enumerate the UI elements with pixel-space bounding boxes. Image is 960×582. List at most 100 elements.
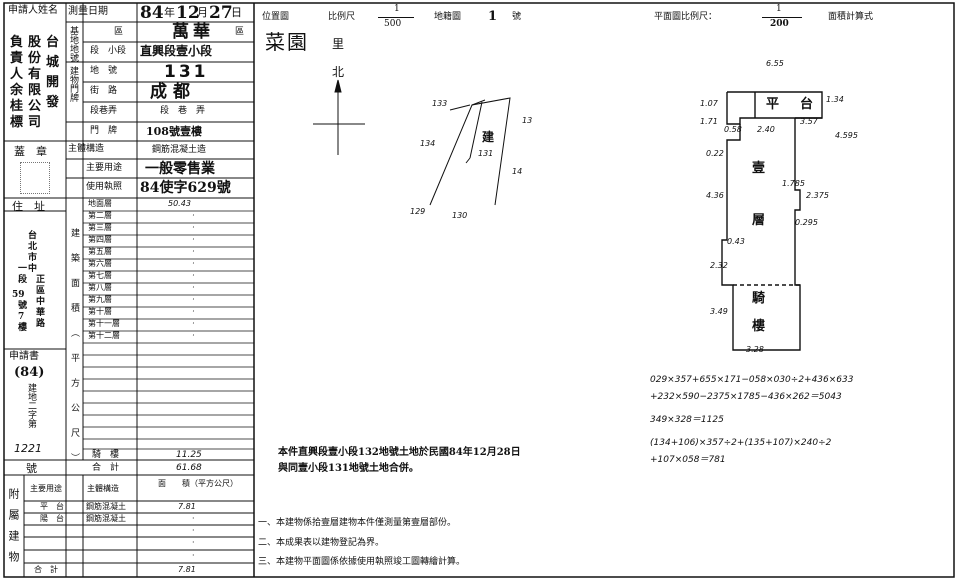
- address-char: 中: [36, 297, 46, 307]
- attached-total: 7.81: [178, 565, 196, 574]
- attached-use: 陽 台: [40, 514, 64, 523]
- plan-scale-bar: [762, 17, 802, 18]
- plan-dimension: 2.32: [710, 261, 728, 270]
- parcel-label: 14: [512, 167, 523, 176]
- plan-dimension: 0.22: [706, 149, 724, 158]
- floor-area: ·: [192, 235, 195, 244]
- district-label: 區: [114, 27, 124, 37]
- plan-dimension: 0.295: [795, 218, 818, 227]
- building-mark: 建: [482, 130, 495, 144]
- address-char: 樓: [18, 323, 28, 333]
- floor-name: 第三層: [88, 223, 112, 232]
- address-char: 台: [28, 231, 38, 241]
- seal-stamp: [20, 162, 50, 194]
- survey-month: 12: [176, 3, 200, 23]
- parcel-label: 134: [420, 139, 436, 148]
- note-line: 二、本成果表以建物登記為界。: [258, 538, 385, 548]
- address-char: 段: [18, 275, 28, 285]
- location-scale-bar: [378, 17, 414, 18]
- applicant-name-part: 人: [10, 67, 24, 82]
- parcel-label: 133: [432, 99, 448, 108]
- survey-date-label: 測量日期: [68, 6, 108, 17]
- arcade-area: 11.25: [176, 450, 202, 460]
- formula-line: 349×328＝1125: [650, 415, 724, 425]
- address-char: 59: [12, 290, 25, 300]
- note-line: 三、本建物平面圖係依據使用執照竣工圖轉繪計算。: [258, 557, 466, 567]
- lane-value: 段 巷 弄: [160, 106, 206, 116]
- plan-dimension: 0.58: [724, 125, 742, 134]
- plan-scale-num: 1: [776, 4, 782, 14]
- application-number: 1221: [14, 442, 42, 455]
- room-label: 壹: [752, 161, 766, 176]
- base-land-label: 基地地號: [68, 26, 78, 62]
- address-char: 市: [28, 253, 38, 263]
- attached-use: 平 台: [40, 502, 64, 511]
- district-suffix: 區: [235, 27, 245, 37]
- plan-scale-den: 200: [770, 19, 789, 29]
- land-no-value: 131: [164, 62, 209, 82]
- floor-name: 第十一層: [88, 319, 120, 328]
- address-char: 北: [28, 242, 38, 252]
- parcel-label: 129: [410, 207, 426, 216]
- use-value: 一般零售業: [145, 161, 215, 177]
- plan-title: 平面圖比例尺：: [654, 12, 718, 22]
- plan-dimension: 3.57: [800, 117, 818, 126]
- license-value: 84使字629號: [140, 180, 231, 196]
- plan-dimension: 2.40: [757, 125, 775, 134]
- applicant-name-part: 台: [46, 35, 60, 50]
- location-map-drawing: [313, 79, 511, 206]
- attached-area: ·: [192, 551, 195, 560]
- remark-line: 本件直興段壹小段132地號土地於民國84年12月28日: [278, 447, 521, 458]
- address-label: 住 址: [12, 200, 45, 213]
- plan-dimension: 2.375: [806, 191, 829, 200]
- total-area: 61.68: [176, 463, 202, 473]
- building-area-label: 建築面積（平方公尺）: [69, 228, 79, 478]
- applicant-name-part: 責: [10, 51, 24, 66]
- formula-line: +107×058＝781: [650, 455, 726, 465]
- applicant-name-part: 桂: [10, 99, 24, 114]
- applicant-name-part: 標: [10, 115, 24, 130]
- applicant-name-part: 股: [28, 35, 42, 50]
- day-char: 日: [231, 6, 242, 19]
- street-label: 街 路: [90, 86, 118, 96]
- note-line: 一、本建物係拾壹層建物本件僅測量第壹層部份。: [258, 518, 457, 528]
- area-suffix: 里: [332, 37, 345, 51]
- applicant-label: 申請人姓名: [8, 5, 58, 16]
- street-value: 成都: [150, 82, 196, 102]
- floor-area: ·: [192, 223, 195, 232]
- plan-dimension: 4.595: [835, 131, 858, 140]
- door-no-label: 門 牌: [90, 126, 118, 136]
- floor-area: 50.43: [168, 199, 191, 208]
- plan-dimension: 1.34: [826, 95, 844, 104]
- door-label: 建物門牌: [68, 66, 78, 102]
- plan-dimension: 1.71: [700, 117, 718, 126]
- floor-area: ·: [192, 295, 195, 304]
- application-hao: 號: [26, 462, 37, 475]
- floor-name: 第十二層: [88, 331, 120, 340]
- floor-name: 第五層: [88, 247, 112, 256]
- applicant-name-part: 發: [46, 95, 60, 110]
- year-char: 年: [164, 6, 175, 19]
- attached-structure: 鋼筋混凝土: [86, 514, 126, 523]
- floor-area: ·: [192, 259, 195, 268]
- floor-area: ·: [192, 271, 195, 280]
- formula-line: +232×590−2375×1785−436×262＝5043: [650, 392, 842, 402]
- plan-dimension: 6.55: [766, 59, 784, 68]
- floor-name: 第八層: [88, 283, 112, 292]
- attached-area: ·: [192, 526, 195, 535]
- plan-dimension: 0.43: [727, 237, 745, 246]
- attached-total-label: 合 計: [34, 565, 58, 574]
- attached-area-head: 面 積（平方公尺）: [158, 479, 238, 488]
- application-word: 建地二字第: [26, 383, 36, 428]
- building-parcel: 131: [478, 149, 494, 158]
- use-label: 主要用途: [86, 163, 123, 173]
- floor-name: 第四層: [88, 235, 112, 244]
- application-label: 申請書: [9, 351, 39, 362]
- formula-line: 029×357+655×171−058×030÷2+436×633: [650, 375, 854, 385]
- parcel-label: 13: [522, 116, 533, 125]
- structure-label: 主體構造: [68, 144, 105, 154]
- lane-label: 段巷弄: [90, 106, 118, 116]
- address-char: 區: [36, 286, 46, 296]
- applicant-name-part: 司: [28, 115, 42, 130]
